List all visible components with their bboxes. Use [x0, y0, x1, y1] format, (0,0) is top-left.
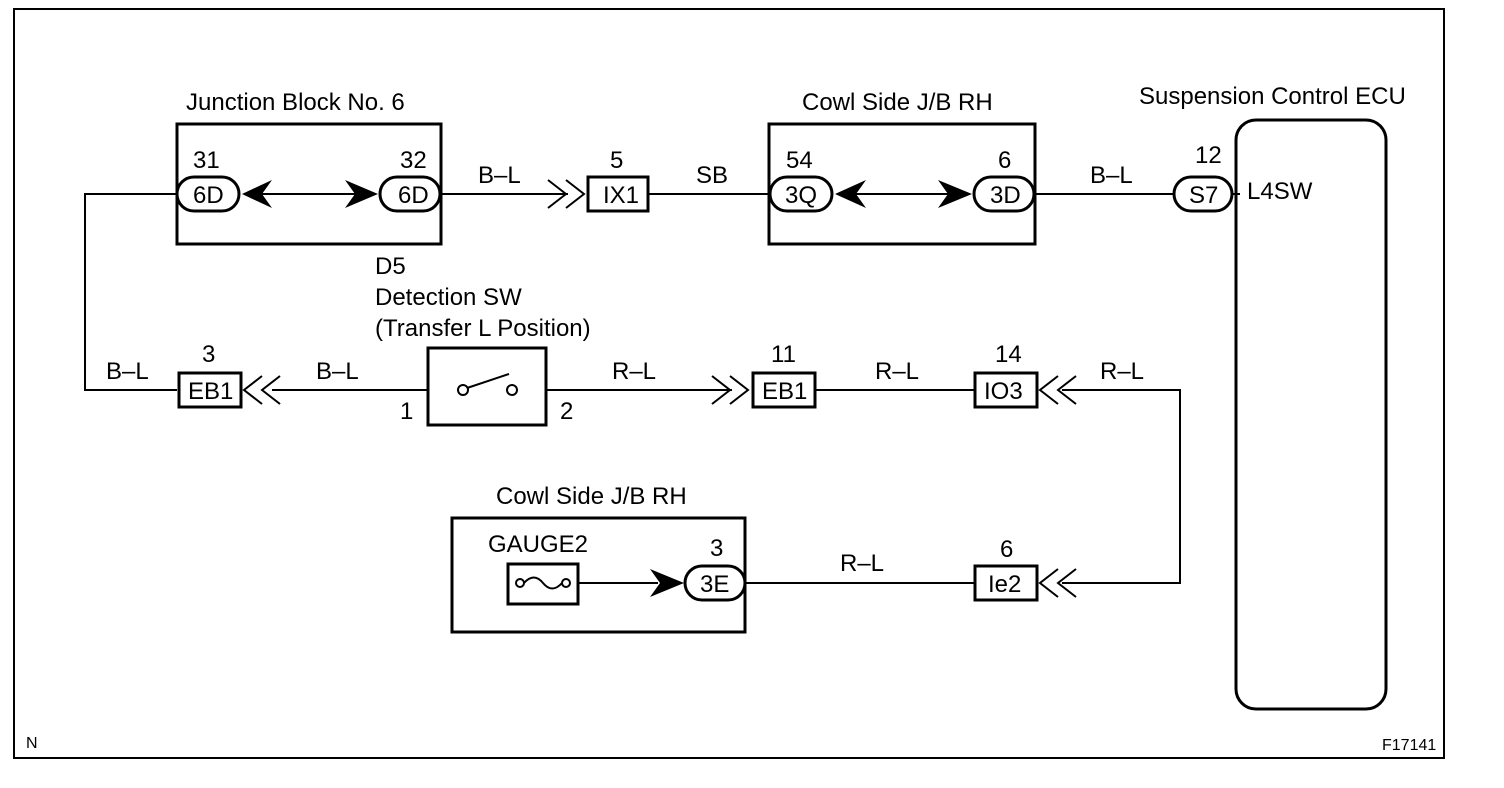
corner-label-n: N	[26, 735, 38, 752]
jb6-left-pin: 31	[193, 147, 220, 174]
ix1-pin: 5	[610, 147, 623, 174]
ie2-box	[973, 564, 1039, 602]
ie2-pin: 6	[1000, 536, 1013, 563]
ie2-chevron-icon	[1038, 568, 1077, 598]
ecu-s7-code: S7	[1189, 182, 1218, 209]
fuse-label: GAUGE2	[488, 531, 588, 558]
wire-label-io3-right: R–L	[1100, 358, 1144, 385]
switch-name: Detection SW	[375, 284, 522, 311]
wire-label-cowl-ecu: B–L	[1090, 162, 1133, 189]
junction-block-6: Junction Block No. 6 31 6D 32 6D	[175, 89, 443, 246]
connector-io3: 14 IO3	[973, 341, 1077, 409]
cowl-jb-bottom-box	[450, 516, 747, 634]
wire-label-eb1-io3: R–L	[875, 358, 919, 385]
junction-block-6-box	[175, 122, 443, 246]
jb6-left-arrow-icon	[242, 180, 272, 208]
eb1-right-box	[751, 371, 817, 409]
cowl-left-connector	[768, 175, 834, 213]
cowl-jb-bottom: Cowl Side J/B RH GAUGE2 3 3E	[450, 483, 747, 634]
cowl-left-code: 3Q	[785, 182, 817, 209]
diagram-frame	[13, 8, 1445, 759]
io3-box	[973, 371, 1039, 409]
fuse-element-icon	[523, 576, 563, 590]
connector-ix1: 5 IX1	[547, 147, 650, 213]
io3-chevron-icon	[1038, 375, 1077, 405]
wire-label-jb6-ix1: B–L	[478, 162, 521, 189]
switch-pin-2: 2	[560, 398, 573, 425]
ecu-l4sw-terminal: L4SW	[1247, 178, 1313, 205]
jb6-right-arrow-icon	[345, 180, 378, 208]
cowl-right-pin: 6	[998, 147, 1011, 174]
wire-label-3e-ie2: R–L	[840, 550, 884, 577]
detection-switch-box	[426, 346, 548, 427]
wire-left-loop	[84, 193, 177, 391]
connector-ie2: 6 Ie2	[973, 536, 1077, 602]
io3-pin: 14	[995, 341, 1022, 368]
eb1-right-chevron-icon	[711, 375, 750, 405]
jb6-left-connector	[175, 175, 241, 213]
cowl-jb-top-title: Cowl Side J/B RH	[802, 89, 993, 116]
eb1-left-pin: 3	[202, 341, 215, 368]
switch-ref: D5	[375, 253, 406, 280]
cowl-3e-arrow-icon	[650, 569, 684, 597]
cowl-jb-top-box	[767, 122, 1037, 246]
eb1-right-code: EB1	[762, 378, 807, 405]
wire-label-eb1-switch: B–L	[316, 358, 359, 385]
cowl-right-code: 3D	[990, 182, 1021, 209]
ix1-code: IX1	[603, 182, 639, 209]
ecu-s7-connector	[1172, 175, 1234, 213]
cowl-jb-top: Cowl Side J/B RH 54 3Q 6 3D	[767, 89, 1037, 246]
ecu-title: Suspension Control ECU	[1139, 83, 1406, 110]
ie2-code: Ie2	[988, 571, 1021, 598]
connector-eb1-left: 3 EB1	[177, 341, 281, 409]
ecu: Suspension Control ECU 12 S7 L4SW	[1139, 83, 1406, 711]
wire-label-left: B–L	[106, 358, 149, 385]
cowl-right-arrow-icon	[938, 180, 972, 208]
ix1-chevron-icon	[547, 179, 586, 209]
jb6-right-pin: 32	[400, 147, 427, 174]
switch-contact-left-icon	[457, 384, 469, 396]
wire-label-ix1-cowl: SB	[696, 162, 728, 189]
switch-lever-icon	[466, 373, 510, 389]
eb1-left-chevron-icon	[242, 375, 281, 405]
ecu-box	[1234, 118, 1388, 711]
jb6-right-connector	[378, 175, 442, 213]
fuse-terminal-right-icon	[561, 578, 571, 588]
switch-pin-1: 1	[400, 398, 413, 425]
switch-contact-right-icon	[506, 384, 518, 396]
cowl-left-arrow-icon	[835, 180, 866, 208]
cowl-jb-bottom-title: Cowl Side J/B RH	[496, 483, 687, 510]
wires	[84, 193, 1240, 584]
eb1-left-code: EB1	[188, 378, 233, 405]
ix1-box	[586, 175, 650, 213]
cowl-3e-connector	[683, 564, 747, 602]
wire-label-switch-eb1: R–L	[612, 358, 656, 385]
jb6-left-code: 6D	[193, 182, 224, 209]
wire-right-loop	[1062, 389, 1181, 584]
switch-position: (Transfer L Position)	[375, 315, 591, 342]
cowl-left-pin: 54	[786, 147, 813, 174]
connector-eb1-right: 11 EB1	[711, 341, 817, 409]
cowl-3e-code: 3E	[700, 571, 729, 598]
io3-code: IO3	[984, 378, 1023, 405]
detection-switch: 1 2	[400, 346, 573, 427]
cowl-right-connector	[972, 175, 1036, 213]
eb1-left-box	[177, 371, 243, 409]
fuse-terminal-left-icon	[515, 578, 525, 588]
ecu-s7-pin: 12	[1195, 142, 1222, 169]
jb6-right-code: 6D	[398, 182, 429, 209]
junction-block-6-title: Junction Block No. 6	[186, 89, 405, 116]
cowl-3e-pin: 3	[710, 535, 723, 562]
eb1-right-pin: 11	[771, 341, 796, 368]
figure-id: F17141	[1382, 737, 1436, 754]
